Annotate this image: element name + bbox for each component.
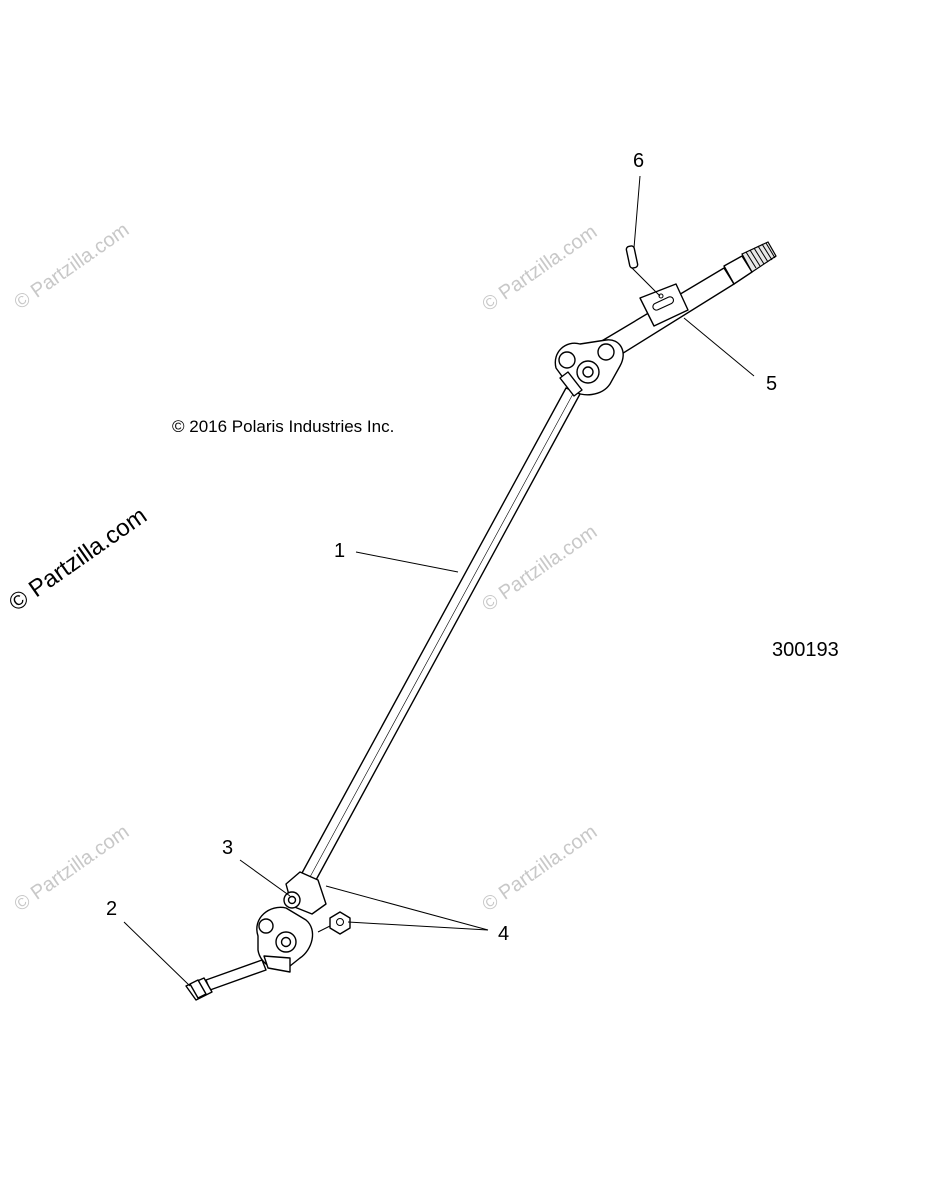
roll-pin — [625, 245, 639, 269]
callouts: 1 2 3 4 5 6 — [106, 150, 777, 945]
watermark: © Partzilla.com — [10, 219, 133, 314]
watermark-dark: © Partzilla.com — [4, 502, 152, 617]
nut — [317, 911, 351, 935]
leader-lines — [123, 175, 755, 987]
bolt — [185, 959, 267, 1001]
callout-6: 6 — [633, 150, 644, 172]
callout-5: 5 — [766, 373, 777, 395]
callout-1: 1 — [334, 540, 345, 562]
upper-shaft — [599, 241, 777, 361]
watermark: © Partzilla.com — [478, 821, 601, 916]
lower-u-joint — [256, 871, 327, 973]
callout-4: 4 — [498, 923, 509, 945]
copyright-notice: © 2016 Polaris Industries Inc. — [172, 417, 394, 436]
upper-u-joint — [554, 339, 624, 397]
steering-shaft — [301, 387, 581, 881]
figure-number: 300193 — [772, 639, 839, 661]
callout-2: 2 — [106, 898, 117, 920]
watermark: © Partzilla.com — [478, 221, 601, 316]
callout-3: 3 — [222, 837, 233, 859]
watermarks: © Partzilla.com © Partzilla.com © Partzi… — [4, 219, 601, 916]
